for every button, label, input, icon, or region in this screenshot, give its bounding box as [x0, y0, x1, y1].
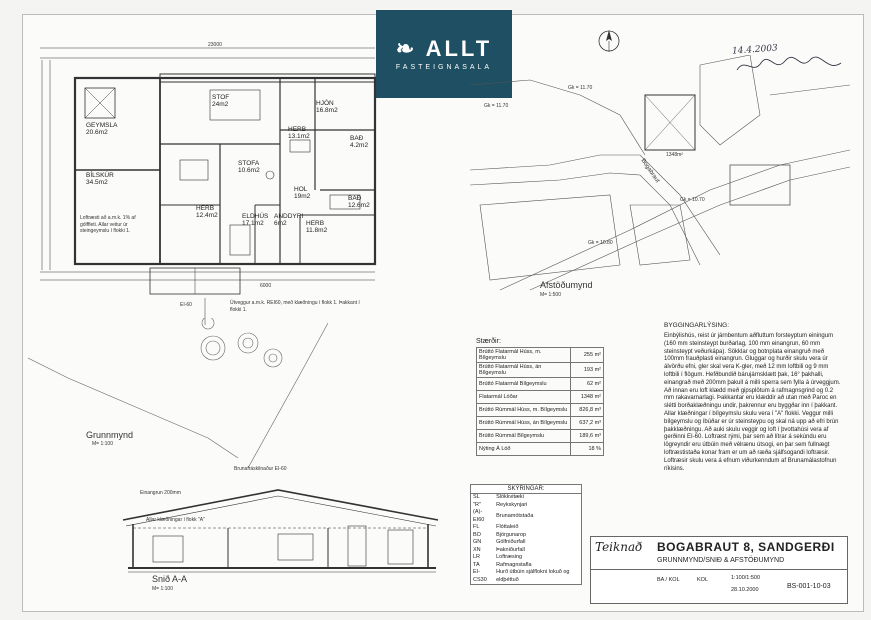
- site-label: Gk = 10.80: [588, 240, 613, 246]
- site-scale: M= 1:500: [540, 292, 561, 298]
- plan-dim-top: 23000: [208, 42, 222, 48]
- landscape-drawing: [28, 318, 328, 468]
- title-firm: Teiknað: [595, 540, 643, 554]
- site-title: Afstöðumynd: [540, 280, 593, 290]
- leaf-icon: ❧: [395, 36, 426, 61]
- project-name: BOGABRAUT 8, SANDGERÐI: [657, 540, 835, 554]
- legend-header: SKÝRINGAR:: [471, 485, 581, 494]
- drawing-date: 28.10.2000: [731, 587, 759, 593]
- plan-scale: M= 1:100: [92, 441, 113, 447]
- area-stats: Stærðir: Brúttó Flatarmál Húss, m. Bílge…: [476, 338, 604, 456]
- drawing-number: BS-001-10-03: [787, 583, 831, 590]
- section-note: Einangrun 200mm: [140, 490, 181, 496]
- drawn-by: BA / KOL: [657, 577, 680, 583]
- plan-dim-bottom: 6000: [260, 283, 271, 289]
- description-header: BYGGINGARLÝSING:: [664, 322, 730, 329]
- site-label: Gk = 11.70: [484, 103, 509, 109]
- building-description: BYGGINGARLÝSING: Einbýlishús, reist úr j…: [664, 322, 844, 473]
- drawing-name: GRUNNMYND/SNIÐ & AFSTÖÐUMYND: [657, 557, 785, 564]
- logo-brand: ❧ ALLT: [395, 36, 493, 61]
- section-note: Allar klæðningar í flokk "A": [146, 517, 205, 523]
- title-block: Teiknað BOGABRAUT 8, SANDGERÐI GRUNNMYND…: [590, 536, 848, 604]
- plan-fire-label: EI-60: [180, 302, 192, 308]
- section-note: Brunafráskilnaður EI-60: [234, 466, 287, 472]
- floor-plan-drawing: 23000 6000 EI-60: [40, 42, 377, 325]
- plan-title: Grunnmynd: [86, 430, 134, 440]
- drawing-scale: 1:100/1:500: [731, 575, 761, 581]
- site-label: Gk = 11.70: [568, 85, 593, 91]
- logo-subtitle: FASTEIGNASALA: [395, 64, 493, 71]
- brand-logo[interactable]: ❧ ALLT FASTEIGNASALA: [376, 10, 512, 98]
- description-text: Einbýlishús, reist úr járnbentum aðflutt…: [664, 333, 841, 472]
- stats-header: Stærðir:: [476, 338, 501, 345]
- north-arrow-icon: [598, 30, 620, 52]
- signature: [736, 56, 842, 71]
- checked-by: KOL: [697, 577, 709, 583]
- section-title: Snið A-A: [152, 574, 188, 584]
- garage-note: Loftræsti að a.m.k. 1% af gólffleti. All…: [80, 215, 136, 234]
- wall-note: Útveggur a.m.k. REI60, með klæðningu í f…: [230, 300, 360, 313]
- list-item: "R"Reykskynjari: [473, 501, 528, 508]
- site-lot-area: 1348m²: [666, 152, 683, 158]
- site-label: Gk = 10.70: [680, 197, 705, 203]
- section-scale: M= 1:100: [152, 586, 173, 592]
- section-drawing: [122, 489, 439, 573]
- site-plan-drawing: [470, 55, 850, 291]
